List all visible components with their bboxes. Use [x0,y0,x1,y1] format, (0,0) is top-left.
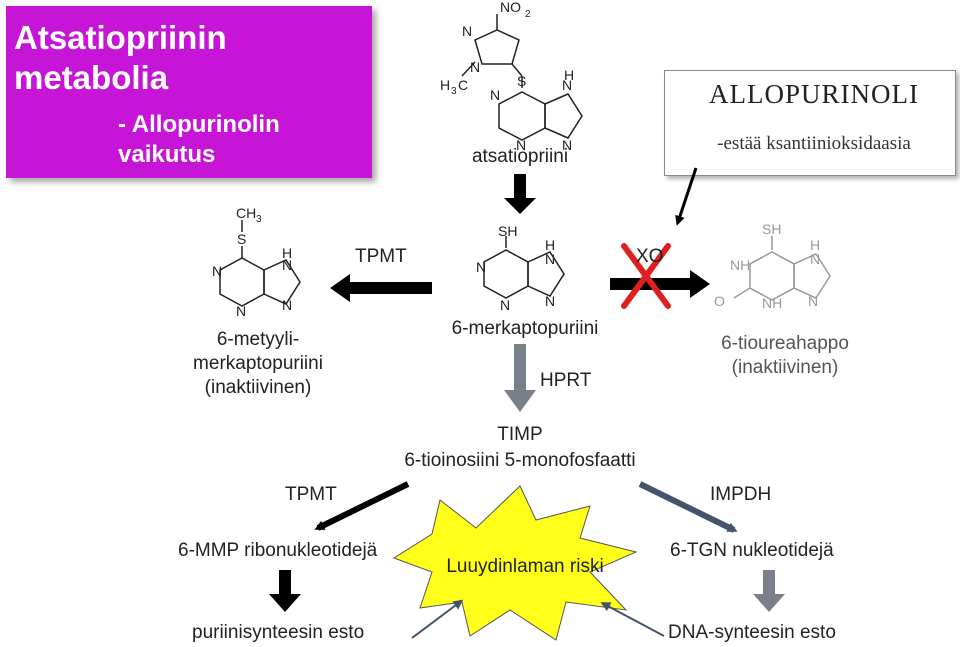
timp-name: 6-tioinosiini 5-monofosfaatti [404,450,636,471]
aza-n3-label: N [490,87,500,103]
mmp-h-label: H [282,245,292,261]
methylmp-line2: merkaptopuriini [193,353,323,374]
arrow-tpmt-left [330,274,432,302]
thiouric-label: 6-tioureahappo (inaktiivinen) [700,332,870,380]
arrow-mmp-down [269,570,301,612]
aza-n4-label: N [516,137,526,153]
risk-label: Luuydinlaman riski [446,556,604,577]
impdh-label: IMPDH [710,484,772,505]
aza-n1-label: N [462,23,472,39]
mp-n1-label: N [476,259,486,275]
thiouric-line1: 6-tioureahappo [721,333,849,354]
aza-n6-label: N [562,137,572,153]
methylmp-label: 6-metyyli- merkaptopuriini (inaktiivinen… [178,328,338,400]
arrow-tpmt-diag [314,481,410,531]
mp-h-label: H [545,237,555,253]
mercaptopurine-structure [483,236,565,299]
arrow-dna-to-risk [600,602,665,637]
xo-block-cross [621,243,671,309]
hprt-label: HPRT [540,370,592,391]
tu-nh1-label: NH [730,257,750,273]
aza-h-label: H [440,77,450,93]
tpmt-top-label: TPMT [355,246,407,267]
mp-n4-label: N [545,293,555,309]
methylmp-structure [219,220,301,307]
tu-nh2-label: NH [762,295,782,311]
aza-s-label: S [517,73,526,89]
dna-block-label: DNA-synteesin esto [668,622,836,643]
aza-h-sub: 3 [451,86,457,97]
tgn-label: 6-TGN nukleotidejä [670,540,834,561]
tu-n2-label: N [808,293,818,309]
mmp-ribo-label: 6-MMP ribonukleotidejä [178,540,378,561]
arrow-tgn-down [753,570,785,612]
methylmp-line3: (inaktiivinen) [204,377,312,398]
aza-no-sub: 2 [525,9,531,20]
mmp-n1-label: N [212,263,222,279]
allopurinol-subtitle: -estää ksantiinioksidaasia [717,133,911,154]
mmp-s-label: S [237,231,246,247]
allopurinol-box [664,70,956,176]
arrow-xo-right [610,270,710,298]
arrow-hprt [504,344,536,412]
title-panel [6,6,372,178]
tu-o-label: O [714,293,725,309]
xo-label: XO [636,246,664,267]
mmp-n4-label: N [282,297,292,313]
timp-abbr: TIMP [497,424,543,445]
aza-c-label: C [458,77,468,93]
arrow-aza-to-mp [504,174,536,214]
tu-h-label: H [810,237,820,253]
arrow-allo-to-xo [675,167,698,226]
aza-n2-label: N [470,59,480,75]
mmp-n3-label: N [282,257,292,273]
mercaptopurine-label: 6-merkaptopuriini [451,318,599,339]
methylmp-line1: 6-metyyli- [216,329,300,350]
mp-n3-label: N [545,251,555,267]
azathioprine-label: atsatiopriini [471,146,569,167]
allopurinol-title: ALLOPURINOLI [709,79,919,109]
page-title: Atsatiopriinin metabolia [14,19,227,96]
tu-sh-label: SH [762,221,781,237]
mp-sh-label: SH [498,223,517,239]
azathioprine-structure [461,14,583,141]
mp-n2-label: N [500,297,510,313]
mmp-ch-label: CH [236,205,256,221]
tu-n1-label: N [810,251,820,267]
aza-no-label: NO [500,0,521,15]
thiouric-line2: (inaktiivinen) [731,357,839,378]
mmp-n2-label: N [236,303,246,319]
purine-block-label: puriinisynteesin esto [192,622,365,643]
mmp-ch-sub: 3 [256,214,262,225]
tpmt-bottom-label: TPMT [285,484,337,505]
thiouric-structure [733,236,831,301]
page-subtitle: - Allopurinolin vaikutus [118,111,280,168]
arrow-purine-to-risk [411,599,464,639]
aza-n5-label: N [562,77,572,93]
aza-h2-label: H [564,67,574,83]
arrow-impdh-diag [638,481,738,533]
